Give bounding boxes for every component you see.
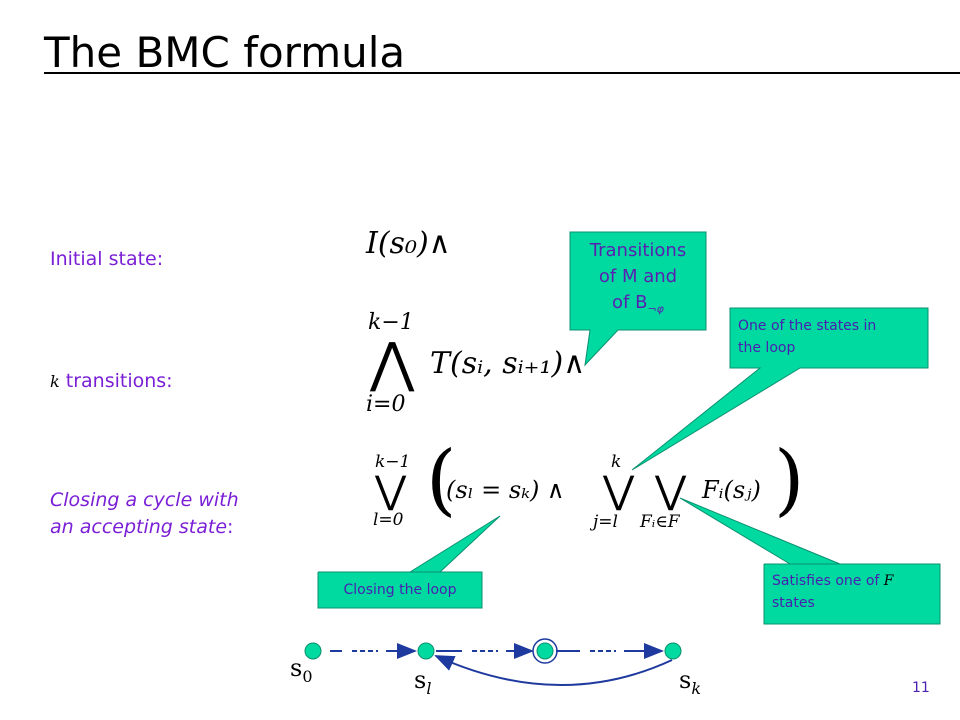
node-s0 — [304, 642, 322, 660]
closing-cycle-colon: : — [227, 516, 234, 538]
label-sl-base: s — [414, 666, 427, 694]
k-variable: k — [50, 372, 60, 391]
node-sl — [417, 642, 435, 660]
transitions-label-text: transitions: — [59, 370, 173, 392]
back-edge-arrow — [434, 655, 673, 686]
node-sk — [664, 642, 682, 660]
callout-satisfies-shape — [679, 497, 941, 625]
label-sk-base: s — [679, 666, 692, 694]
closing-cycle-label: Closing a cycle with an accepting state: — [50, 487, 239, 541]
formula-cycle-upper: k−1 — [375, 452, 411, 472]
callout-transitions-line1: Transitions — [589, 240, 687, 261]
closing-cycle-line1: Closing a cycle with — [50, 489, 239, 511]
left-paren-large: ( — [426, 435, 457, 525]
label-s0-base: s — [290, 654, 303, 682]
callout-transitions-line2: of M and — [598, 266, 678, 287]
node-accepting — [536, 642, 554, 660]
closing-cycle-line2: an accepting state: — [50, 514, 239, 541]
label-sk: sk — [679, 666, 701, 698]
label-s0-sub: 0 — [302, 666, 313, 686]
label-sk-sub: k — [691, 678, 702, 698]
callout-loop-state-line2: the loop — [738, 340, 796, 356]
slide-title: The BMC formula — [44, 28, 406, 77]
callout-loop-state-line1: One of the states in — [738, 318, 877, 334]
formula-transitions-upper: k−1 — [368, 310, 414, 335]
callout-transitions-b: of B — [612, 292, 648, 313]
callout-satisfies-text: Satisfies one of — [772, 573, 884, 589]
callout-closing-loop-shape — [317, 515, 501, 609]
transitions-label: k transitions: — [50, 368, 173, 395]
callout-closing-loop: Closing the loop — [343, 582, 457, 598]
callout-loop-state-shape — [631, 307, 929, 471]
inner-vee-symbol: ⋁ — [603, 468, 635, 512]
callout-satisfies: Satisfies one of F states — [772, 570, 938, 614]
formula-initial: I(s₀)∧ — [366, 226, 451, 261]
state-path-diagram — [304, 638, 682, 686]
closing-cycle-line2-text: an accepting state — [50, 516, 228, 538]
callout-loop-state: One of the states in the loop — [738, 315, 924, 359]
big-vee-symbol: ⋁ — [375, 468, 407, 512]
callout-transitions-line3: of B¬φ — [572, 290, 704, 323]
formula-inner-upper: k — [611, 452, 622, 472]
callout-satisfies-line1: Satisfies one of F — [772, 570, 938, 592]
page-number: 11 — [912, 680, 930, 696]
label-s0: s0 — [290, 654, 313, 686]
right-paren-large: ) — [774, 435, 805, 525]
big-wedge-symbol: ⋀ — [370, 331, 415, 394]
callout-satisfies-line2: states — [772, 595, 815, 611]
formula-inner2-lower: Fᵢ∈F — [640, 512, 680, 532]
formula-transitions-body: T(sᵢ, sᵢ₊₁)∧ — [430, 346, 586, 381]
callout-transitions-shape — [569, 231, 707, 367]
node-accepting-outer — [532, 638, 558, 664]
label-sl-sub: l — [426, 678, 432, 698]
callout-transitions: Transitions of M and of B¬φ — [572, 238, 704, 323]
formula-inner-lower: j=l — [593, 512, 618, 532]
callout-satisfies-var: F — [883, 573, 894, 589]
formula-cycle-body: Fᵢ(sⱼ) — [702, 476, 761, 504]
initial-state-label: Initial state: — [50, 248, 164, 270]
formula-transitions-lower: i=0 — [366, 392, 406, 417]
title-underline — [44, 72, 960, 74]
label-sl: sl — [414, 666, 431, 698]
inner-vee-symbol-2: ⋁ — [655, 468, 687, 512]
formula-cycle-lower: l=0 — [373, 510, 404, 530]
formula-cycle-eq: (sₗ = sₖ) ∧ — [446, 476, 565, 504]
callout-transitions-sub: ¬φ — [647, 302, 664, 316]
